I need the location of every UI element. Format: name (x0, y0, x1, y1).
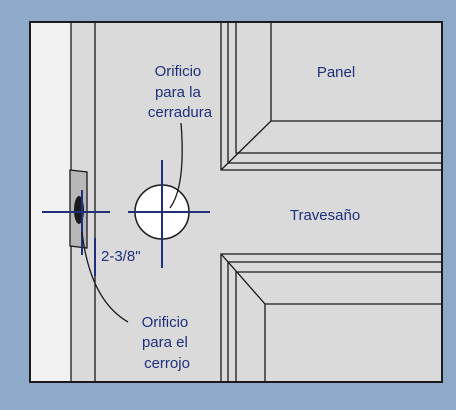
rail-label: Travesaño (290, 207, 360, 224)
bolt-hole-line-3: cerrojo (144, 355, 190, 372)
crosshair-lines (42, 160, 210, 268)
upper-panel (220, 23, 442, 171)
lock-hole-line-2: para la (155, 84, 202, 101)
panel-label: Panel (317, 64, 355, 81)
bolt-hole-line-1: Orificio (142, 314, 189, 331)
door-edge (31, 23, 71, 381)
lock-hole-leader (169, 122, 183, 209)
bolt-hole-line-2: para el (142, 334, 188, 351)
measurement-label: 2-3/8" (101, 248, 141, 265)
bolt-hole-leader (81, 231, 129, 323)
lock-hole-line-1: Orificio (155, 63, 202, 80)
bolt-hole-label: Orificio para el cerrojo (142, 314, 193, 372)
lower-panel (220, 253, 442, 381)
lock-hole-line-3: cerradura (148, 104, 213, 121)
lock-hole-label: Orificio para la cerradura (148, 63, 213, 121)
